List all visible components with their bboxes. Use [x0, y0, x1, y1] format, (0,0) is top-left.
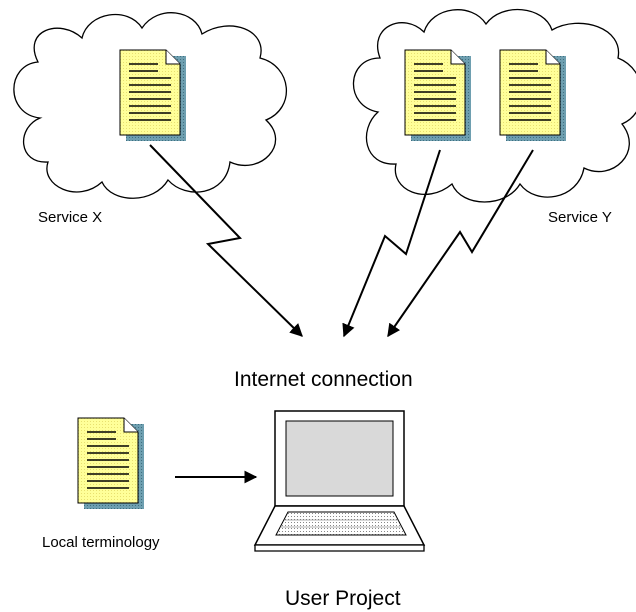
label-service-y: Service Y [548, 209, 612, 226]
document-service-y-2 [499, 49, 567, 142]
document-service-x [119, 49, 187, 142]
label-user-project: User Project [285, 587, 401, 610]
link-service-y-2 [387, 149, 534, 338]
cloud-service-y [352, 9, 636, 203]
link-service-y-1 [342, 149, 441, 338]
link-service-x [149, 144, 303, 337]
label-internet-connection: Internet connection [234, 368, 413, 391]
label-local-terminology: Local terminology [42, 534, 160, 551]
label-service-x: Service X [38, 209, 102, 226]
laptop-icon [253, 410, 426, 552]
document-service-y-1 [404, 49, 472, 142]
document-local-terminology [77, 417, 145, 510]
